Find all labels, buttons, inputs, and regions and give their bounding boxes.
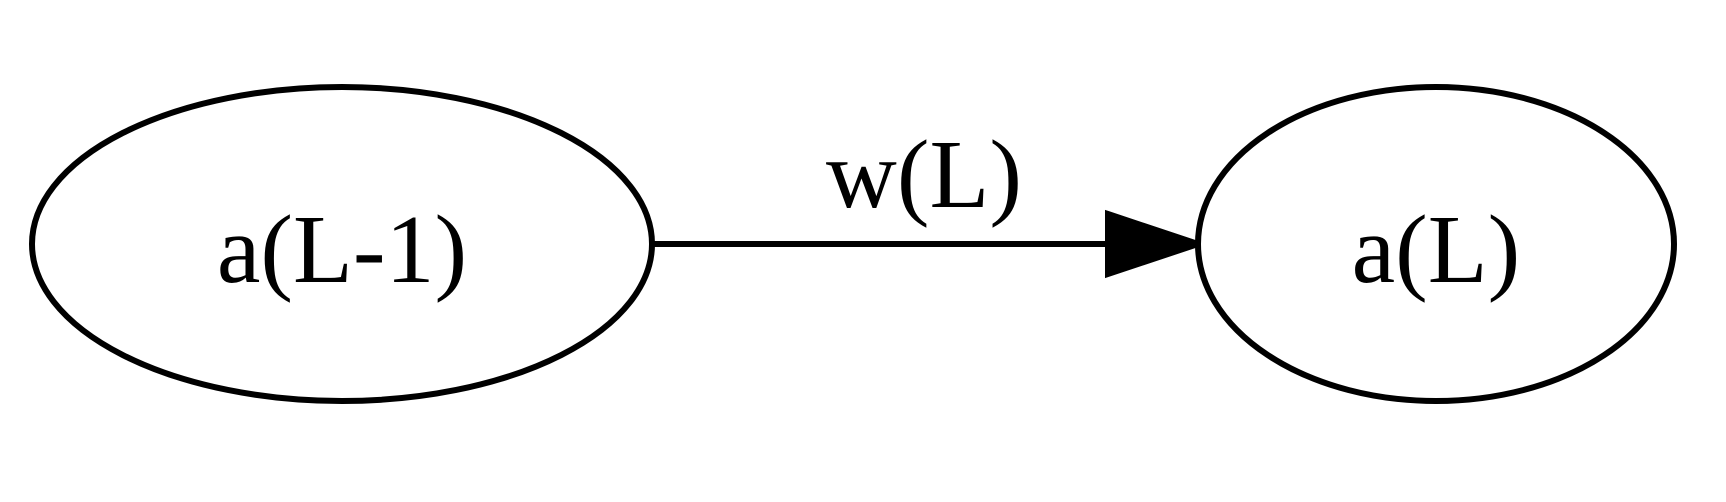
node-source-label: a(L-1) (217, 196, 467, 304)
node-target-shape (1195, 84, 1677, 404)
arrowhead-icon (1105, 209, 1208, 279)
node-target-label: a(L) (1352, 196, 1521, 304)
node-target: a(L) (1195, 84, 1677, 404)
node-source: a(L-1) (29, 84, 655, 404)
edge-source-to-target: w(L) (652, 121, 1208, 279)
edge-label: w(L) (826, 121, 1022, 229)
